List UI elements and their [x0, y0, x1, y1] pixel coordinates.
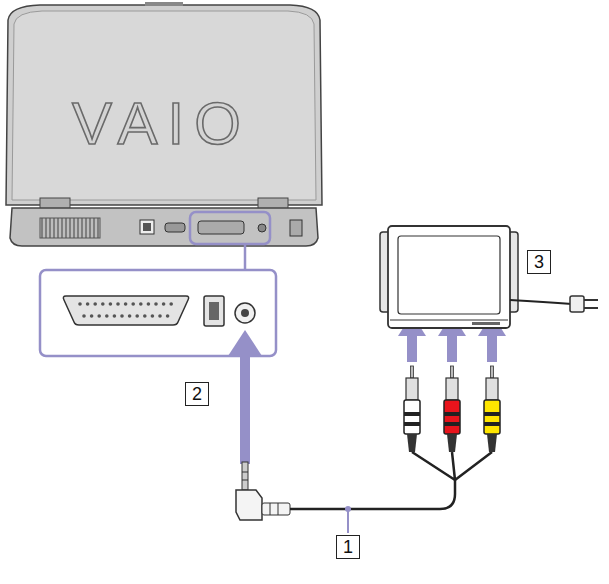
callout-number: 3 — [527, 250, 551, 274]
callout-number: 1 — [336, 535, 360, 559]
brand-logo: VAIO — [72, 92, 251, 156]
callout-number: 2 — [185, 382, 209, 406]
